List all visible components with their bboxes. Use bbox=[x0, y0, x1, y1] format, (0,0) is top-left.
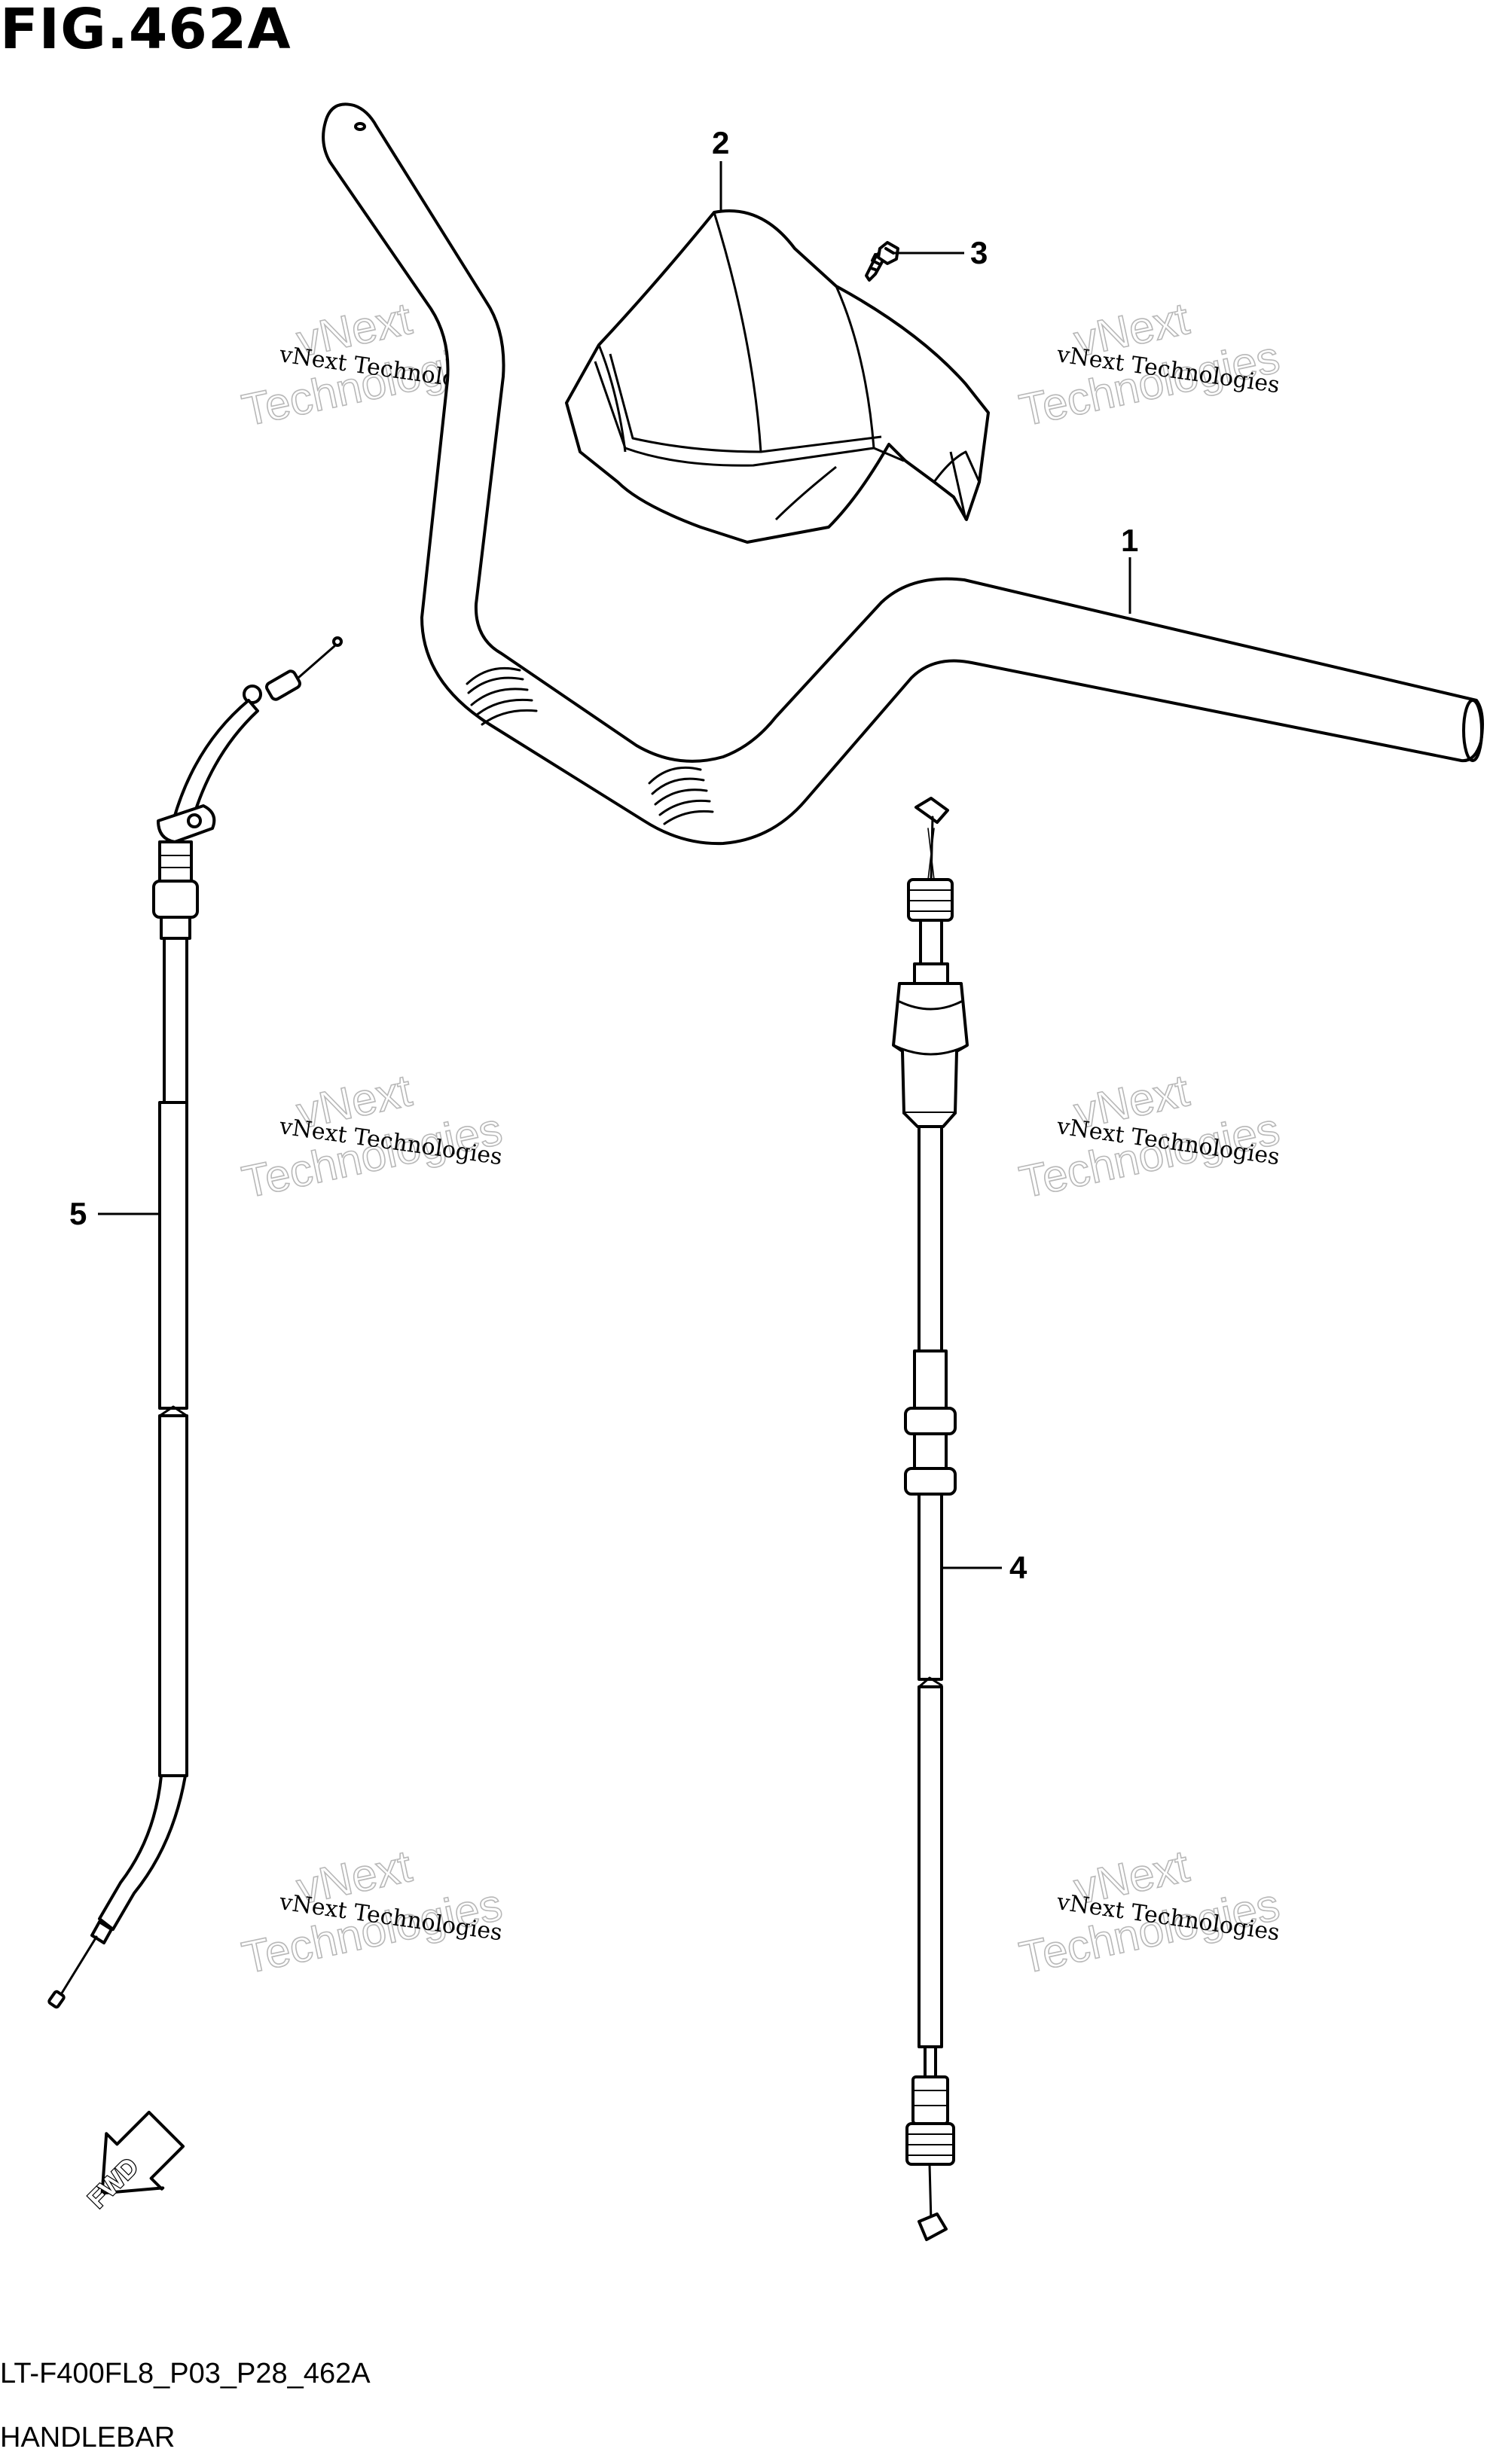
handlebar-cover-part bbox=[565, 209, 990, 544]
callout-3: 3 bbox=[893, 235, 988, 270]
clamp-band-right bbox=[648, 766, 714, 825]
watermark: vNext Technologies vNext Technologies bbox=[1015, 1840, 1284, 1984]
fwd-arrow-icon: FWD bbox=[81, 2110, 185, 2215]
callout-number-2: 2 bbox=[712, 125, 729, 160]
figure-name: HANDLEBAR bbox=[0, 2422, 176, 2453]
figure-title: FIG.462A bbox=[0, 0, 292, 62]
bolt-part bbox=[865, 241, 899, 282]
callout-number-3: 3 bbox=[970, 235, 988, 270]
watermark: vNext Technologies vNext Technologies bbox=[237, 1840, 507, 1984]
handlebar-part bbox=[322, 102, 1484, 846]
callout-number-5: 5 bbox=[69, 1196, 87, 1231]
callout-4: 4 bbox=[942, 1550, 1027, 1585]
callout-2: 2 bbox=[712, 125, 729, 212]
callout-1: 1 bbox=[1121, 523, 1138, 614]
callout-number-1: 1 bbox=[1121, 523, 1138, 558]
callout-5: 5 bbox=[69, 1196, 160, 1231]
brake-cable-part bbox=[47, 636, 343, 2009]
clamp-band-left bbox=[466, 666, 538, 726]
watermark: vNext Technologies vNext Technologies bbox=[1015, 1064, 1284, 1208]
watermark: vNext Technologies vNext Technologies bbox=[1015, 292, 1284, 436]
throttle-cable-part bbox=[892, 797, 969, 2241]
callout-number-4: 4 bbox=[1009, 1550, 1027, 1585]
figure-code: LT-F400FL8_P03_P28_462A bbox=[0, 2358, 371, 2389]
watermark: vNext Technologies vNext Technologies bbox=[237, 1064, 507, 1208]
